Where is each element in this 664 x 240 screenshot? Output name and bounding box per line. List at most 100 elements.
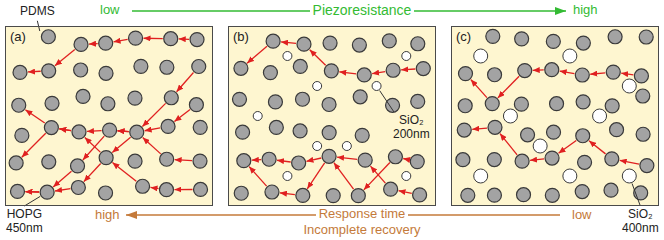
conductive-path-arrow — [84, 164, 101, 182]
leader-line — [380, 91, 394, 112]
hopg-particle — [326, 189, 340, 203]
hopg-particle — [457, 123, 471, 137]
hopg-particle — [411, 94, 425, 108]
conductive-path-arrow — [118, 130, 129, 132]
conductive-path-arrow — [89, 43, 98, 45]
conductive-path-arrow — [179, 38, 189, 40]
hopg-particle — [99, 66, 113, 80]
conductive-path-arrow — [533, 69, 544, 71]
sample-panel: (c) — [451, 26, 659, 206]
hopg-particle — [458, 99, 472, 113]
sio2-particle — [402, 52, 411, 61]
sio2-particle — [313, 142, 322, 151]
conductive-path-arrow — [85, 137, 101, 152]
sio2-particle — [503, 109, 517, 123]
hopg-particle — [193, 154, 207, 168]
hopg-particle — [413, 188, 427, 202]
hopg-particle — [101, 97, 115, 111]
hopg-particle — [514, 97, 528, 111]
hopg-particle — [488, 68, 502, 82]
leader-line — [632, 184, 640, 206]
hopg-particle — [515, 32, 529, 46]
conductive-path-arrow — [620, 160, 639, 164]
panel-letter: (b) — [229, 28, 253, 47]
hopg-particle — [546, 34, 560, 48]
hopg-particle — [352, 38, 366, 52]
hopg-particle — [193, 120, 207, 134]
conductive-path-arrow — [144, 38, 163, 40]
hopg-particle — [99, 151, 113, 165]
sio2-particle — [563, 169, 577, 183]
conductive-path-arrow — [500, 134, 517, 155]
hopg-particle — [128, 154, 142, 168]
hopg-particle — [263, 66, 277, 80]
hopg-particle — [322, 126, 336, 140]
conductive-path-arrow — [118, 130, 129, 132]
hopg-particle — [521, 128, 535, 142]
trend-title: Incomplete recovery — [303, 223, 420, 238]
pdms-matrix — [451, 26, 659, 206]
conductive-path-arrow — [337, 157, 357, 159]
hopg-particle — [357, 68, 371, 82]
hopg-particle — [76, 89, 90, 103]
hopg-particle — [237, 154, 251, 168]
sio2-particle — [402, 172, 411, 181]
hopg-particle — [40, 185, 54, 199]
part-label: SiO₂ 200nm — [390, 114, 433, 142]
sio2-particle — [283, 52, 292, 61]
hopg-particle — [410, 155, 424, 169]
hopg-particle — [545, 188, 559, 202]
hopg-particle — [164, 32, 178, 46]
trend-end: high — [573, 3, 598, 18]
hopg-particle — [636, 127, 650, 141]
conductive-path-arrow — [498, 76, 519, 98]
conductive-path-arrow — [142, 103, 165, 126]
conductive-path-arrow — [252, 159, 261, 161]
hopg-particle — [575, 68, 589, 82]
conductive-path-arrow — [25, 191, 39, 193]
hopg-particle — [269, 120, 283, 134]
conductive-path-arrow — [589, 141, 606, 154]
hopg-particle — [9, 156, 23, 170]
hopg-particle — [486, 29, 500, 43]
trend-title: Response time — [316, 207, 409, 222]
conductive-path-arrow — [530, 159, 544, 160]
conductive-path-arrow — [277, 160, 291, 162]
hopg-particle — [639, 30, 653, 44]
hopg-particle — [545, 63, 559, 77]
hopg-particle — [297, 37, 311, 51]
conductive-path-arrow — [621, 73, 633, 75]
leader-line — [24, 196, 40, 206]
conductive-path-arrow — [372, 72, 385, 74]
conductive-path-arrow — [398, 191, 411, 194]
pdms-matrix — [5, 26, 213, 206]
hopg-particle — [232, 92, 246, 106]
hopg-particle — [161, 119, 175, 133]
hopg-particle — [606, 65, 620, 79]
hopg-particle — [236, 125, 250, 139]
hopg-particle — [515, 154, 529, 168]
hopg-particle — [416, 62, 430, 76]
part-label: HOPG 450nm — [6, 208, 43, 236]
hopg-particle — [103, 123, 117, 137]
hopg-particle — [12, 98, 26, 112]
sio2-particle — [253, 112, 262, 121]
conductive-path-arrow — [306, 158, 321, 161]
pdms-matrix — [228, 26, 436, 206]
hopg-particle — [575, 185, 589, 199]
particle-panel — [456, 29, 654, 202]
conductive-path-arrow — [334, 163, 354, 189]
hopg-particle — [605, 99, 619, 113]
leader-lines — [24, 21, 640, 206]
hopg-particle — [456, 153, 470, 167]
conductive-path-arrow — [174, 189, 192, 190]
hopg-particle — [351, 189, 365, 203]
hopg-particle — [164, 91, 178, 105]
hopg-particle — [265, 185, 279, 199]
hopg-particle — [547, 125, 561, 139]
conductive-path-arrow — [560, 71, 575, 74]
hopg-particle — [608, 30, 622, 44]
conductive-path-arrow — [177, 73, 194, 92]
hopg-particle — [42, 155, 56, 169]
conductive-path-arrow — [59, 129, 71, 131]
